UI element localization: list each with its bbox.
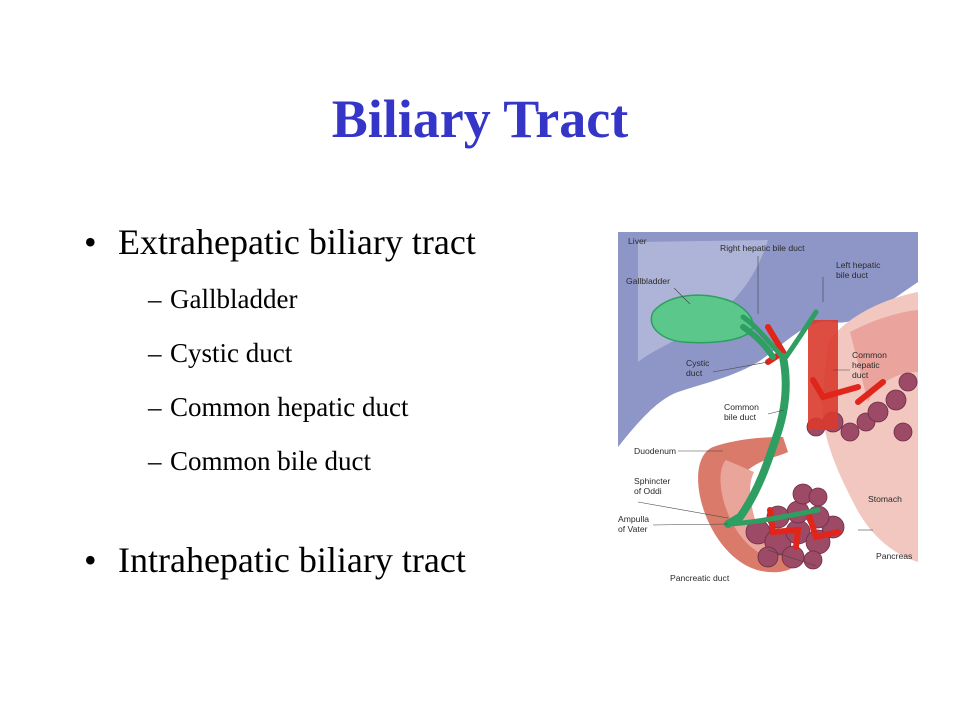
- sub-item-text: Cystic duct: [170, 338, 293, 368]
- label-pancreas: Pancreas: [876, 551, 912, 561]
- bullet-intrahepatic: • Intrahepatic biliary tract: [84, 540, 604, 580]
- label-left-hepatic-1: Left hepatic: [836, 260, 881, 270]
- dash-marker: –: [148, 392, 162, 422]
- label-leaders: [637, 256, 873, 567]
- dash-marker: –: [148, 284, 162, 314]
- bullet-list: • Extrahepatic biliary tract – Gallbladd…: [84, 222, 604, 580]
- sub-item-text: Gallbladder: [170, 284, 298, 314]
- sub-item-common-bile-duct: – Common bile duct: [148, 434, 604, 488]
- label-liver: Liver: [628, 236, 647, 246]
- label-common-hepatic-2: hepatic: [852, 360, 880, 370]
- sub-item-cystic-duct: – Cystic duct: [148, 326, 604, 380]
- label-cystic-2: duct: [686, 368, 703, 378]
- label-right-hepatic-bile-duct: Right hepatic bile duct: [720, 243, 805, 253]
- dash-marker: –: [148, 338, 162, 368]
- bullet-marker: •: [84, 222, 97, 262]
- stomach-wall: [850, 310, 918, 402]
- sub-item-text: Common bile duct: [170, 446, 371, 476]
- bullet-extrahepatic: • Extrahepatic biliary tract: [84, 222, 604, 262]
- label-pancreatic-duct: Pancreatic duct: [670, 573, 730, 583]
- label-stomach: Stomach: [868, 494, 902, 504]
- label-common-bile-1: Common: [724, 402, 759, 412]
- dash-marker: –: [148, 446, 162, 476]
- label-gallbladder: Gallbladder: [626, 276, 670, 286]
- sub-item-common-hepatic-duct: – Common hepatic duct: [148, 380, 604, 434]
- bullet-text: Intrahepatic biliary tract: [118, 540, 466, 580]
- label-sphincter-1: Sphincter: [634, 476, 670, 486]
- label-sphincter-2: of Oddi: [634, 486, 662, 496]
- label-common-hepatic-3: duct: [852, 370, 869, 380]
- anatomy-illustration: Liver Right hepatic bile duct Left hepat…: [618, 232, 918, 588]
- label-common-hepatic-1: Common: [852, 350, 887, 360]
- sub-list: – Gallbladder – Cystic duct – Common hep…: [148, 272, 604, 488]
- bullet-marker: •: [84, 540, 97, 580]
- bile-ducts: [724, 309, 821, 528]
- aorta-shape: [808, 320, 838, 430]
- label-duodenum: Duodenum: [634, 446, 676, 456]
- label-ampulla-2: of Vater: [618, 524, 648, 534]
- label-common-bile-2: bile duct: [724, 412, 757, 422]
- bullet-text: Extrahepatic biliary tract: [118, 222, 476, 262]
- biliary-anatomy-figure: Liver Right hepatic bile duct Left hepat…: [618, 232, 918, 588]
- sub-item-text: Common hepatic duct: [170, 392, 409, 422]
- label-left-hepatic-2: bile duct: [836, 270, 869, 280]
- sub-item-gallbladder: – Gallbladder: [148, 272, 604, 326]
- label-ampulla-1: Ampulla: [618, 514, 649, 524]
- artery-branches: [765, 324, 886, 550]
- slide-title: Biliary Tract: [331, 89, 629, 149]
- label-cystic-1: Cystic: [686, 358, 710, 368]
